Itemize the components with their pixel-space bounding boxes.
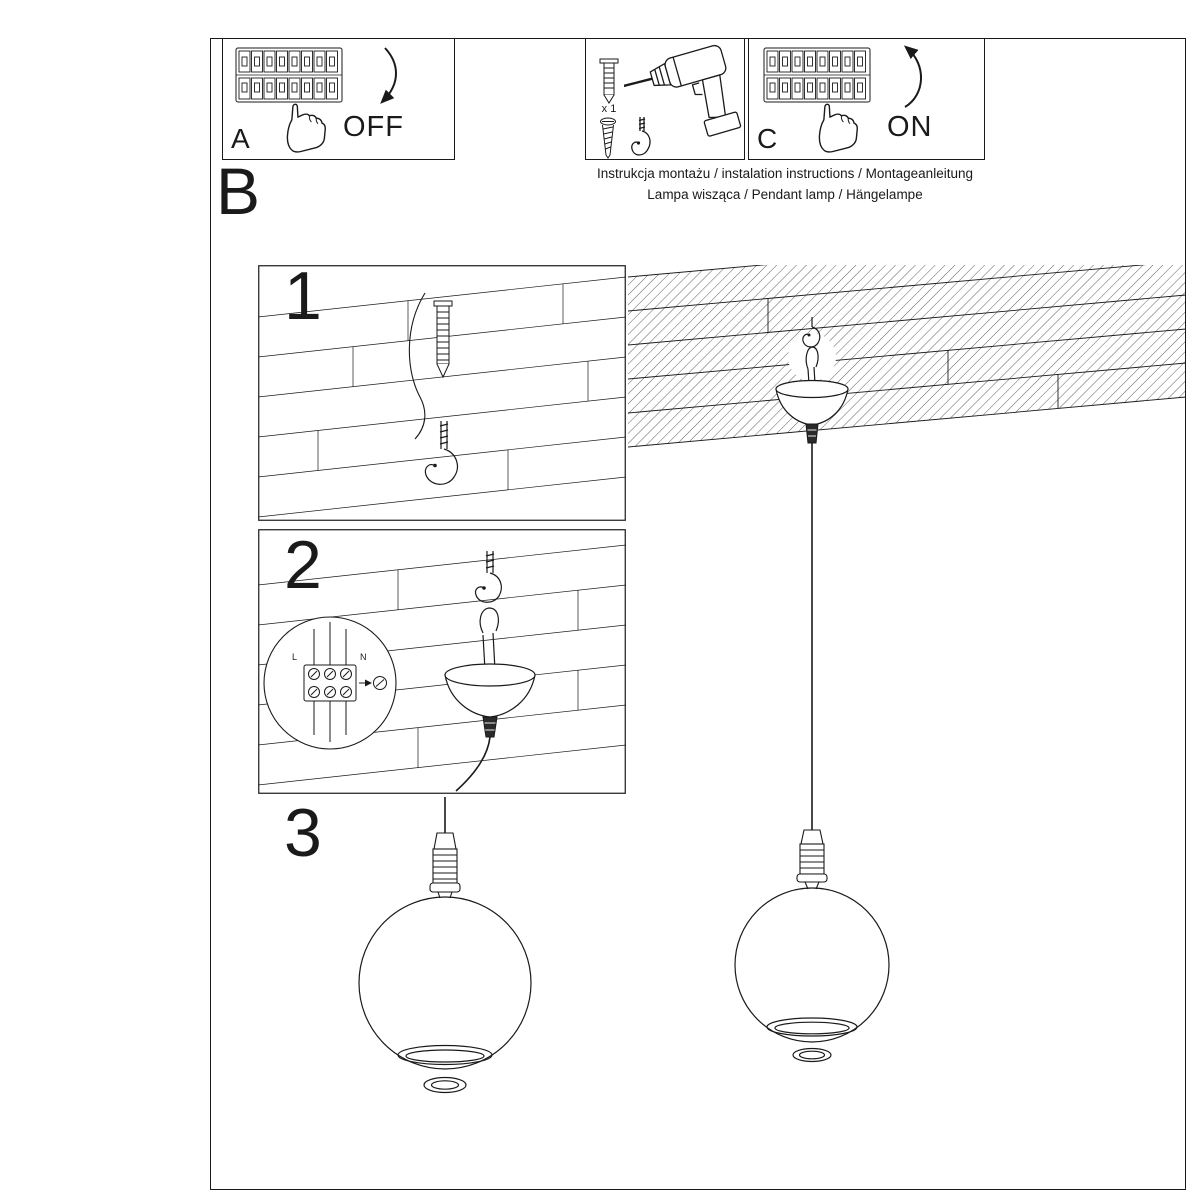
canopy-icon bbox=[775, 379, 849, 444]
curved-arrow-down-icon bbox=[380, 47, 397, 104]
hook-icon bbox=[424, 421, 458, 485]
hatched-ceiling bbox=[628, 265, 1186, 448]
circuit-breaker-panel-icon bbox=[235, 47, 343, 103]
bottom-ring bbox=[792, 1047, 832, 1063]
hook-icon bbox=[474, 551, 502, 603]
glass-sphere-shade bbox=[734, 887, 890, 1043]
wires bbox=[313, 622, 347, 742]
wall-plug-icon bbox=[599, 58, 619, 104]
step2-number: 2 bbox=[284, 527, 322, 603]
step2-panel: L N bbox=[258, 529, 626, 794]
lamp-socket-icon bbox=[796, 829, 828, 890]
curved-arrow-up-icon bbox=[903, 45, 922, 108]
ceiling-planks bbox=[258, 276, 626, 518]
wall-plug-icon bbox=[433, 300, 453, 379]
wiring-detail-circle: L N bbox=[263, 616, 397, 750]
lamp-socket-icon bbox=[429, 832, 461, 899]
panel-a-label: A bbox=[231, 123, 250, 154]
step3-panel bbox=[358, 797, 532, 1094]
screwdriver-pointer bbox=[359, 676, 387, 690]
terminal-label-n: N bbox=[360, 652, 367, 662]
hook-icon bbox=[802, 317, 821, 348]
panel-power-on: C ON bbox=[748, 38, 985, 160]
cable bbox=[455, 736, 491, 792]
cable-guide-line bbox=[408, 292, 426, 440]
pointing-hand-icon bbox=[818, 103, 858, 153]
terminal-label-l: L bbox=[292, 652, 297, 662]
bottom-ring bbox=[423, 1076, 467, 1094]
off-label: OFF bbox=[343, 111, 404, 143]
terminal-screws bbox=[308, 668, 352, 698]
hook-halo bbox=[788, 333, 836, 381]
step1-number: 1 bbox=[284, 258, 322, 334]
glass-sphere-shade bbox=[358, 896, 532, 1070]
hook-icon bbox=[631, 117, 651, 156]
panel-power-off: A OFF bbox=[222, 38, 455, 160]
heading-block: Instrukcja montażu / instalation instruc… bbox=[585, 163, 985, 205]
assembled-lamp-panel bbox=[628, 265, 1186, 1063]
circuit-breaker-panel-icon bbox=[763, 47, 871, 103]
heading-line-1: Instrukcja montażu / instalation instruc… bbox=[597, 166, 973, 181]
on-label: ON bbox=[887, 111, 933, 143]
panel-tools: x 1 bbox=[585, 38, 745, 160]
canopy-icon bbox=[444, 663, 536, 792]
heading-line-2: Lampa wisząca / Pendant lamp / Hängelamp… bbox=[647, 187, 923, 202]
drill-icon bbox=[624, 44, 742, 137]
panel-c-label: C bbox=[757, 123, 778, 154]
step1-panel bbox=[258, 265, 626, 521]
step3-number: 3 bbox=[284, 795, 322, 871]
pointing-hand-icon bbox=[286, 103, 326, 153]
section-b-label: B bbox=[216, 154, 261, 228]
dowel-count-label: x 1 bbox=[601, 103, 617, 115]
screw-icon bbox=[600, 117, 616, 159]
